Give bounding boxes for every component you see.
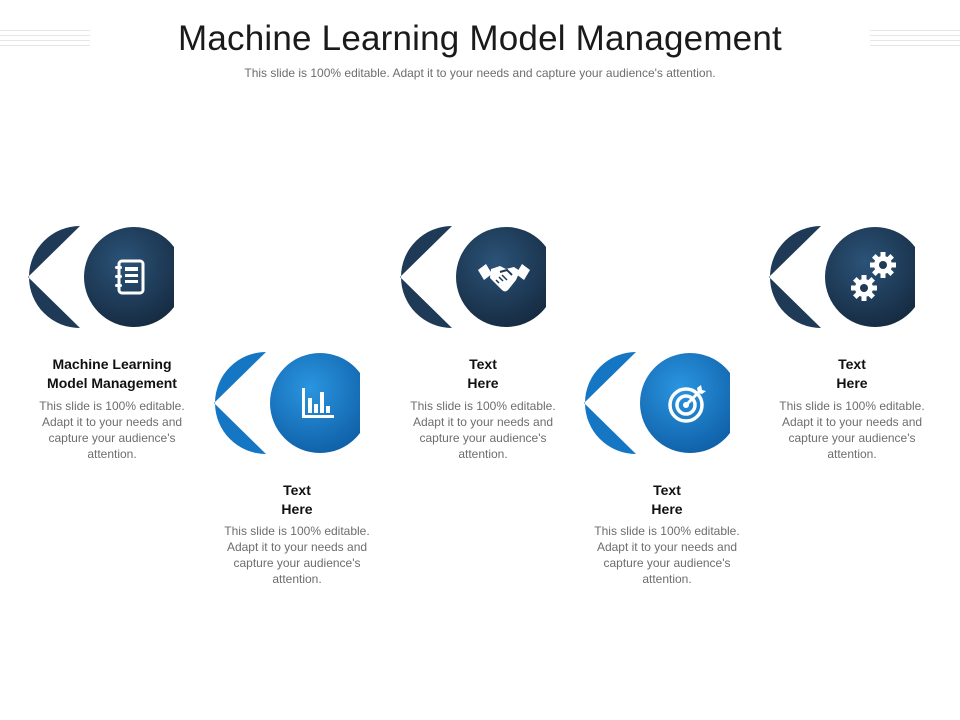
item-4-description: This slide is 100% editable. Adapt it to…: [594, 524, 740, 586]
slide-title: Machine Learning Model Management: [178, 19, 782, 58]
item-1-icon-badge: [24, 222, 174, 332]
item-1-label: Machine Learning Model Management: [47, 356, 177, 391]
item-5-icon-badge: [765, 222, 915, 332]
item-3-icon-badge: [396, 222, 546, 332]
item-4-icon-badge: [580, 348, 730, 458]
item-2-label: Text Here: [281, 482, 313, 517]
handshake-icon: [478, 264, 530, 292]
item-1-description: This slide is 100% editable. Adapt it to…: [39, 399, 185, 461]
decorative-lines-right: [870, 30, 960, 52]
item-3-label: Text Here: [467, 356, 499, 391]
notebook-icon: [115, 259, 145, 295]
decorative-lines-left: [0, 30, 90, 52]
item-5-description: This slide is 100% editable. Adapt it to…: [779, 399, 925, 461]
item-2-description: This slide is 100% editable. Adapt it to…: [224, 524, 370, 586]
gears-icon: [851, 252, 896, 301]
bar-chart-icon: [302, 388, 334, 418]
item-2-icon-badge: [210, 348, 360, 458]
slide-subtitle: This slide is 100% editable. Adapt it to…: [244, 66, 716, 80]
target-icon: [668, 385, 706, 423]
item-5-label: Text Here: [836, 356, 868, 391]
item-4-label: Text Here: [651, 482, 683, 517]
item-3-description: This slide is 100% editable. Adapt it to…: [410, 399, 556, 461]
